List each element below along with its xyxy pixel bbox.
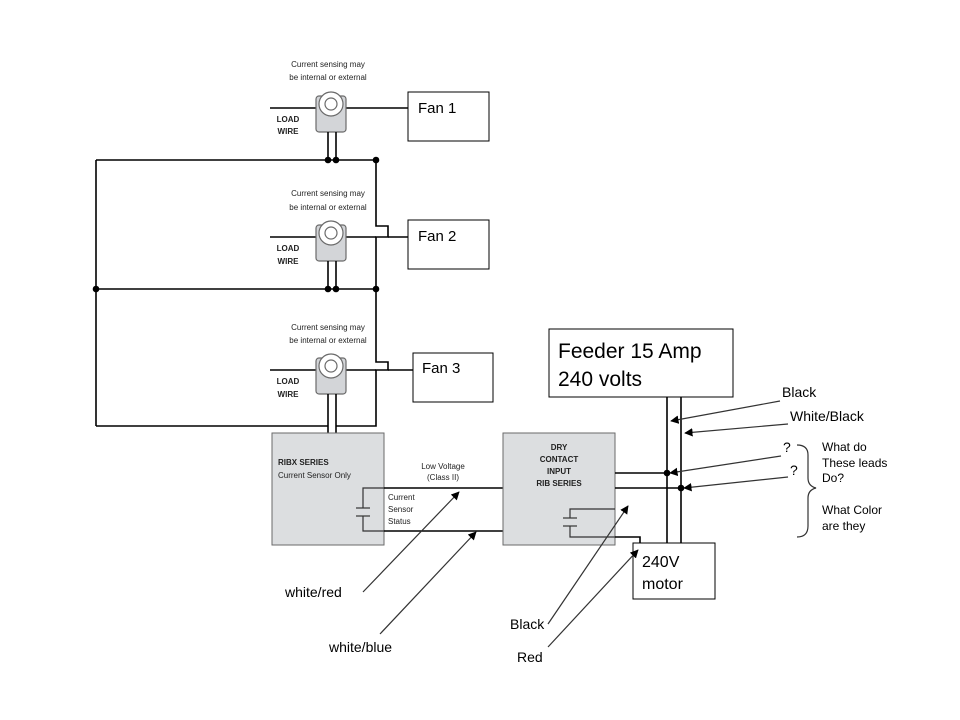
load-label-2: WIRE xyxy=(278,257,300,266)
status-label-1: Current xyxy=(388,493,415,502)
question-line-5: are they xyxy=(822,519,865,533)
control-loop-wiring xyxy=(92,156,413,427)
dry-contact-line-4: RIB SERIES xyxy=(536,479,582,488)
dry-contact-line-2: CONTACT xyxy=(540,455,579,464)
motor-line-2: motor xyxy=(642,576,684,593)
load-label-1: LOAD xyxy=(277,377,300,386)
dry-contact-line-3: INPUT xyxy=(547,467,571,476)
low-voltage-label-2: (Class II) xyxy=(427,473,459,482)
label-question-1: ? xyxy=(783,439,791,455)
fan-3-group: Current sensing may be internal or exter… xyxy=(270,323,494,433)
ribx-subtitle: Current Sensor Only xyxy=(278,471,351,480)
status-label-2: Sensor xyxy=(388,505,414,514)
sensor-note-line-1: Current sensing may xyxy=(291,60,365,69)
question-line-3: Do? xyxy=(822,471,844,485)
fan-2-label: Fan 2 xyxy=(418,228,456,245)
load-label-1: LOAD xyxy=(277,244,300,253)
dry-contact-line-1: DRY xyxy=(551,443,568,452)
sensor-note-line-2: be internal or external xyxy=(289,336,367,345)
current-sensor-icon xyxy=(315,220,347,262)
motor-box: 240V motor xyxy=(632,542,716,600)
fan-2-box xyxy=(407,219,490,270)
load-label-2: WIRE xyxy=(278,127,300,136)
label-question-2: ? xyxy=(790,462,798,478)
motor-line-1: 240V xyxy=(642,554,680,571)
feeder-line-2: 240 volts xyxy=(558,368,642,391)
question-line-1: What do xyxy=(822,440,867,454)
label-black-top: Black xyxy=(782,384,817,400)
ribx-title: RIBX SERIES xyxy=(278,458,329,467)
fan-1-label: Fan 1 xyxy=(418,100,456,117)
current-sensor-icon xyxy=(315,353,347,395)
low-voltage-label-1: Low Voltage xyxy=(421,462,465,471)
label-white-black: White/Black xyxy=(790,408,865,424)
load-label-1: LOAD xyxy=(277,115,300,124)
label-red: Red xyxy=(517,649,543,665)
label-black-bottom: Black xyxy=(510,616,545,632)
status-label-3: Status xyxy=(388,517,411,526)
sensor-note-line-2: be internal or external xyxy=(289,73,367,82)
fan-1-group: Current sensing may be internal or exter… xyxy=(270,60,490,160)
sensor-note-line-1: Current sensing may xyxy=(291,189,365,198)
fan-3-label: Fan 3 xyxy=(422,360,460,377)
label-white-red: white/red xyxy=(284,584,342,600)
sensor-note-line-2: be internal or external xyxy=(289,203,367,212)
current-sensor-icon xyxy=(315,91,347,133)
feeder-box: Feeder 15 Amp 240 volts xyxy=(548,328,734,398)
brace-icon xyxy=(796,444,817,538)
load-label-2: WIRE xyxy=(278,390,300,399)
sensor-note-line-1: Current sensing may xyxy=(291,323,365,332)
label-white-blue: white/blue xyxy=(328,639,392,655)
fan-2-group: Current sensing may be internal or exter… xyxy=(270,189,490,289)
fan-3-box xyxy=(412,352,494,403)
annotations: Black White/Black ? ? What do These lead… xyxy=(284,384,887,665)
question-line-4: What Color xyxy=(822,503,882,517)
feeder-line-1: Feeder 15 Amp xyxy=(558,340,702,363)
question-line-2: These leads xyxy=(822,456,887,470)
dry-contact-block: DRY CONTACT INPUT RIB SERIES xyxy=(502,432,616,546)
ribx-series-block: RIBX SERIES Current Sensor Only Current … xyxy=(271,432,415,546)
fan-1-box xyxy=(407,91,490,142)
